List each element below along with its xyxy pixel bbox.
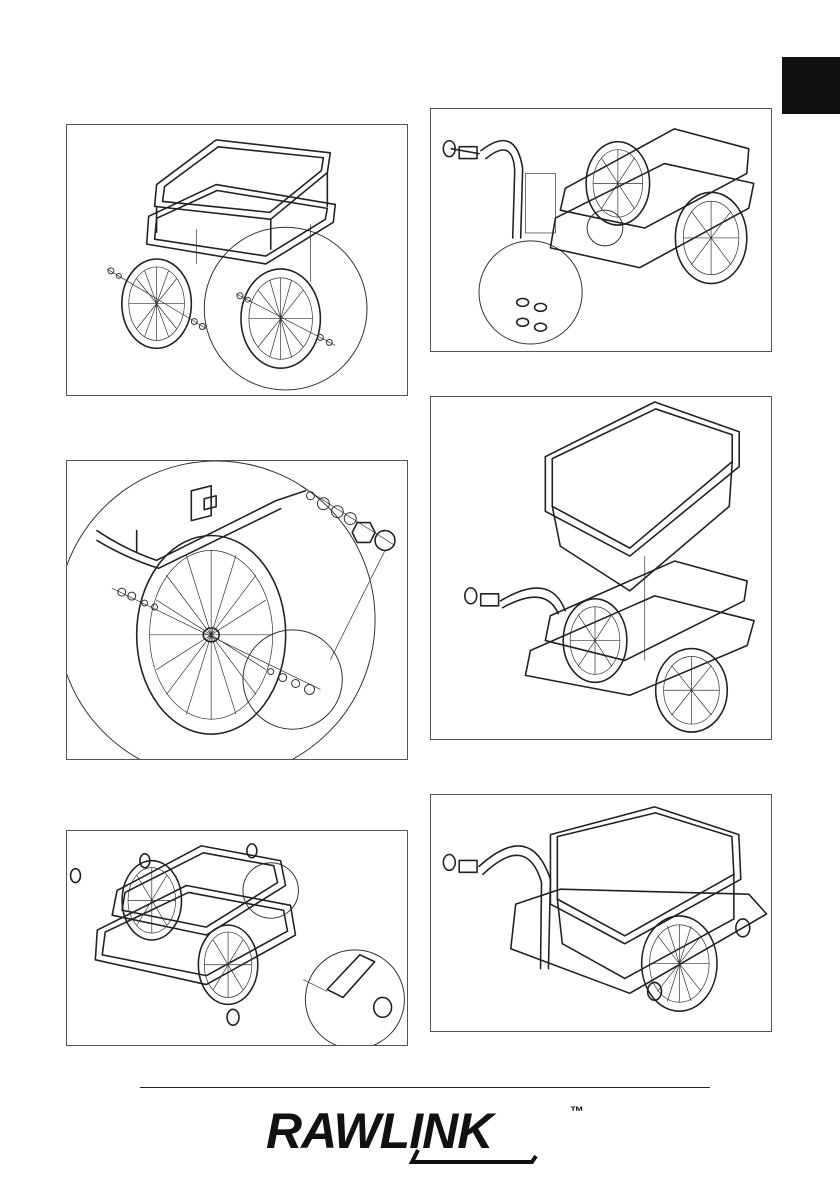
tow-bar-icon <box>443 141 555 238</box>
frame-icon <box>147 140 336 282</box>
wheel-icon <box>241 269 320 368</box>
frame-icon <box>550 129 753 268</box>
axle-hardware-icon <box>112 486 395 695</box>
step-5-illustration <box>430 396 772 740</box>
frame-icon <box>525 561 754 695</box>
wheel-icon <box>122 259 191 348</box>
wheel-icon <box>563 599 727 732</box>
axle-hardware-icon <box>107 268 335 345</box>
step-1-illustration <box>66 124 408 396</box>
step-2-illustration <box>66 460 408 760</box>
bolt-detail-icon <box>517 298 547 331</box>
tow-bar-icon <box>443 846 550 969</box>
frame-icon <box>95 846 295 985</box>
wheel-icon <box>122 861 258 1005</box>
section-tab <box>782 57 840 114</box>
wheel-icon <box>642 916 750 1011</box>
frame-icon <box>97 486 306 568</box>
step-4-illustration <box>430 108 772 352</box>
wheel-icon <box>137 536 286 735</box>
step-6-illustration <box>430 794 772 1032</box>
step-3-illustration <box>66 830 408 1046</box>
footer-rule <box>140 1087 710 1088</box>
tow-bar-icon <box>465 588 565 614</box>
trademark-symbol: ™ <box>570 1103 584 1119</box>
brand-wordmark: RAWLINK <box>266 1103 497 1159</box>
brand-logo: RAWLINK ™ <box>262 1098 592 1166</box>
end-cap-icon <box>71 844 392 1025</box>
